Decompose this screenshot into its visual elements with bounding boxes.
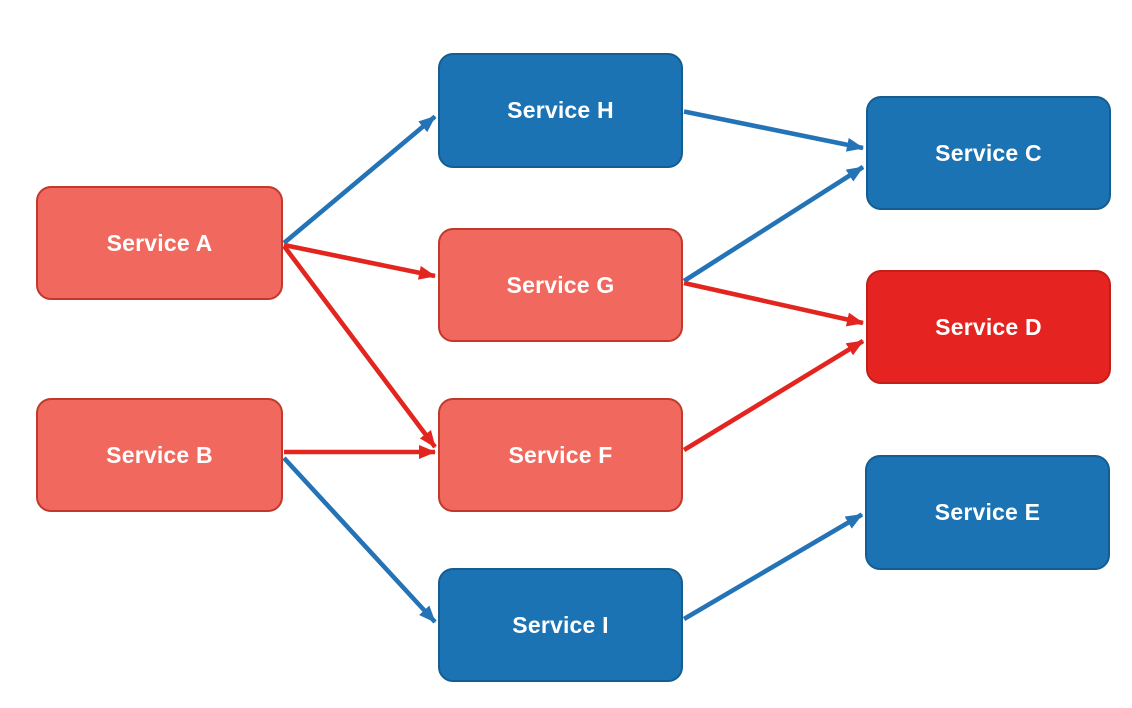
edge-g-to-d-arrow: [683, 280, 864, 327]
edge-f-to-d-arrow: [682, 339, 865, 452]
edge-a-to-g-arrow: [283, 242, 436, 280]
node-label: Service F: [508, 441, 613, 468]
edge-i-to-e-arrow: [682, 512, 864, 621]
node-service-b: Service B: [36, 398, 283, 512]
edge-a-to-h-arrow: [282, 114, 437, 245]
node-label: Service G: [506, 271, 615, 298]
node-service-i: Service I: [438, 568, 683, 682]
node-label: Service C: [935, 139, 1042, 166]
node-service-c: Service C: [866, 96, 1111, 210]
edge-b-to-i-arrow: [282, 456, 437, 624]
node-label: Service H: [507, 97, 614, 123]
node-service-g: Service G: [438, 228, 683, 342]
edge-a-to-f-arrow: [282, 244, 437, 449]
node-service-d: Service D: [866, 270, 1111, 384]
node-label: Service I: [512, 611, 609, 638]
edge-h-to-c-arrow: [683, 109, 864, 152]
edge-g-to-c-arrow: [682, 165, 865, 283]
node-service-h: Service H: [438, 53, 683, 168]
node-label: Service B: [106, 441, 213, 468]
node-label: Service E: [934, 499, 1041, 525]
node-service-a: Service A: [36, 186, 283, 300]
node-label: Service D: [935, 313, 1042, 340]
node-label: Service A: [106, 229, 213, 256]
node-service-f: Service F: [438, 398, 683, 512]
node-service-e: Service E: [865, 455, 1110, 570]
